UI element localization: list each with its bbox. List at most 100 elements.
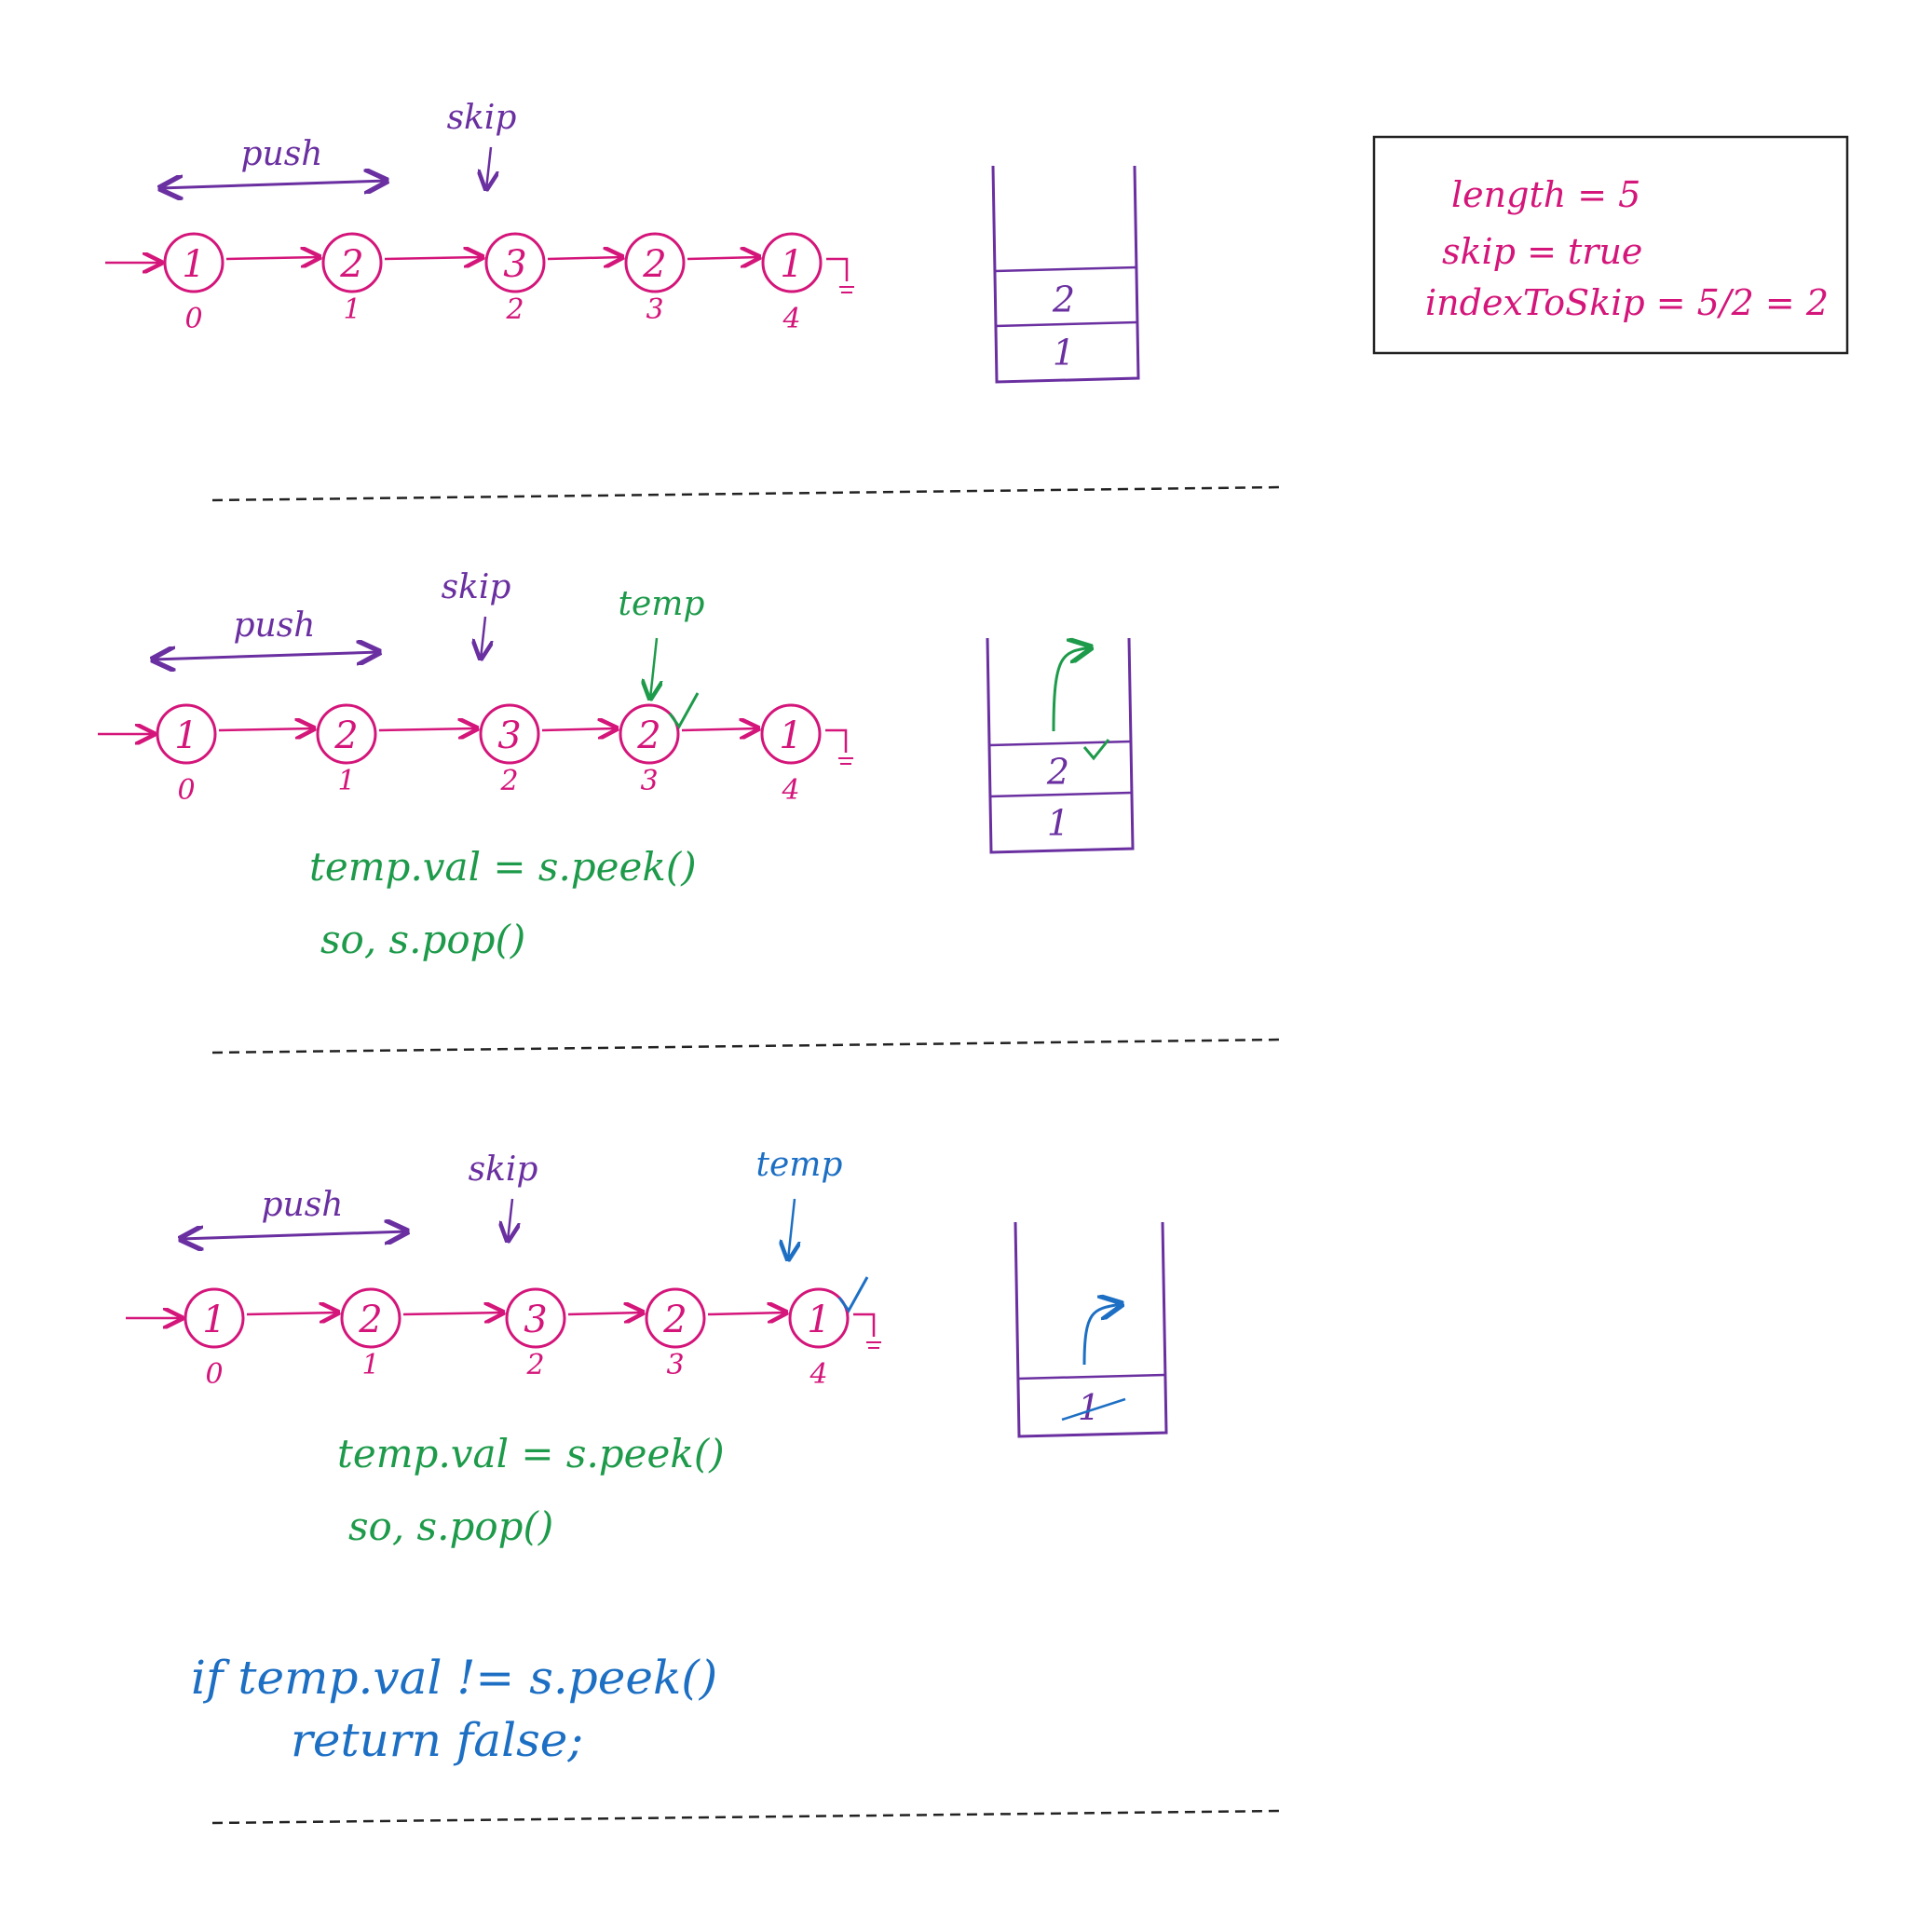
node-value: 3 bbox=[497, 714, 521, 757]
next-pointer-arrow bbox=[681, 728, 758, 730]
final-code-line-2: return false; bbox=[291, 1713, 583, 1767]
node-value: 1 bbox=[174, 714, 197, 757]
node-index: 1 bbox=[361, 1349, 379, 1381]
next-pointer-arrow bbox=[378, 728, 477, 730]
node-value: 3 bbox=[503, 243, 526, 286]
list-node: 10 bbox=[184, 1287, 338, 1391]
node-circle bbox=[505, 1287, 566, 1349]
node-value: 1 bbox=[779, 714, 802, 757]
list-node: 21 bbox=[340, 1287, 503, 1381]
list-node: 23 bbox=[645, 1287, 786, 1381]
list-node: 32 bbox=[479, 703, 617, 797]
node-circle bbox=[788, 1287, 850, 1349]
node-circle bbox=[184, 1287, 245, 1349]
next-pointer-arrow bbox=[225, 257, 320, 259]
stack-divider bbox=[988, 791, 1132, 798]
stack-divider bbox=[994, 320, 1137, 328]
node-circle bbox=[484, 232, 546, 293]
skip-label: skip bbox=[447, 99, 517, 137]
pop-arrow-icon bbox=[1052, 647, 1091, 732]
temp-pointer-arrow bbox=[650, 637, 657, 699]
pop-arrow-icon bbox=[1082, 1304, 1122, 1366]
list-node: 14 bbox=[760, 703, 853, 807]
list-node: 21 bbox=[321, 232, 483, 326]
null-tail-icon bbox=[826, 257, 849, 281]
next-pointer-arrow bbox=[687, 257, 759, 259]
node-index: 1 bbox=[343, 293, 361, 326]
node-index: 4 bbox=[809, 1358, 827, 1391]
node-value: 2 bbox=[339, 243, 363, 286]
node-value: 1 bbox=[807, 1299, 830, 1341]
stack-container bbox=[1014, 1221, 1168, 1438]
list-node: 21 bbox=[316, 703, 477, 797]
skip-pointer-arrow bbox=[481, 616, 485, 659]
node-value: 3 bbox=[524, 1299, 547, 1341]
list-node: 23 bbox=[624, 232, 759, 326]
node-index: 3 bbox=[646, 293, 663, 326]
node-index: 3 bbox=[666, 1349, 684, 1381]
stack-item: 1 bbox=[1047, 803, 1069, 844]
stack-item: 2 bbox=[1046, 752, 1069, 793]
info-skip: skip = true bbox=[1442, 231, 1642, 272]
node-value: 2 bbox=[358, 1299, 382, 1341]
next-pointer-arrow bbox=[384, 257, 483, 259]
stack: 21 bbox=[986, 638, 1135, 854]
skip-label: skip bbox=[442, 568, 511, 606]
skip-pointer-arrow bbox=[486, 146, 491, 189]
node-index: 1 bbox=[337, 765, 355, 797]
node-value: 1 bbox=[182, 243, 205, 286]
node-index: 0 bbox=[177, 774, 195, 807]
push-label: push bbox=[234, 606, 316, 645]
next-pointer-arrow bbox=[541, 728, 617, 730]
skip-pointer-arrow bbox=[508, 1198, 512, 1241]
node-index: 4 bbox=[781, 774, 799, 807]
node-index: 4 bbox=[782, 303, 800, 335]
node-index: 2 bbox=[499, 765, 518, 797]
temp-pointer-arrow bbox=[788, 1198, 795, 1259]
node-value: 2 bbox=[636, 714, 660, 757]
skip-label: skip bbox=[469, 1150, 538, 1189]
strike-mark bbox=[1061, 1397, 1126, 1421]
node-circle bbox=[760, 703, 822, 765]
stack-divider bbox=[988, 740, 1132, 747]
stack: 21 bbox=[991, 165, 1140, 384]
push-range-arrow bbox=[160, 181, 387, 188]
node-circle bbox=[624, 232, 686, 293]
list-node: 14 bbox=[761, 232, 854, 335]
check-icon bbox=[668, 692, 700, 729]
list-node: 10 bbox=[156, 703, 314, 807]
push-label: push bbox=[262, 1186, 344, 1224]
node-value: 2 bbox=[662, 1299, 687, 1341]
temp-label: temp bbox=[756, 1146, 843, 1184]
next-pointer-arrow bbox=[246, 1313, 338, 1314]
code-line-1: temp.val = s.peek() bbox=[337, 1431, 725, 1476]
stack-item: 1 bbox=[1053, 333, 1075, 374]
push-label: push bbox=[241, 135, 323, 173]
check-icon bbox=[837, 1276, 869, 1313]
next-pointer-arrow bbox=[567, 1313, 643, 1314]
node-value: 2 bbox=[333, 714, 358, 757]
node-circle bbox=[619, 703, 680, 765]
list-node: 32 bbox=[505, 1287, 643, 1381]
node-value: 2 bbox=[642, 243, 666, 286]
node-circle bbox=[163, 232, 224, 293]
next-pointer-arrow bbox=[218, 728, 314, 730]
final-code-line-1: if temp.val != s.peek() bbox=[191, 1651, 717, 1705]
node-circle bbox=[761, 232, 823, 293]
info-length: length = 5 bbox=[1451, 174, 1640, 215]
temp-label: temp bbox=[619, 585, 705, 623]
stack-item: 2 bbox=[1052, 279, 1075, 320]
info-box: length = 5 skip = true indexToSkip = 5/2… bbox=[1372, 135, 1849, 355]
separator-3 bbox=[211, 1809, 1285, 1825]
node-index: 2 bbox=[525, 1349, 544, 1381]
node-value: 1 bbox=[780, 243, 803, 286]
stack-divider bbox=[994, 265, 1137, 273]
node-index: 0 bbox=[184, 303, 202, 335]
next-pointer-arrow bbox=[547, 257, 622, 259]
node-index: 0 bbox=[205, 1358, 223, 1391]
node-index: 2 bbox=[505, 293, 524, 326]
null-tail-icon bbox=[825, 728, 848, 753]
next-pointer-arrow bbox=[707, 1313, 786, 1314]
separator-2 bbox=[211, 1038, 1285, 1054]
